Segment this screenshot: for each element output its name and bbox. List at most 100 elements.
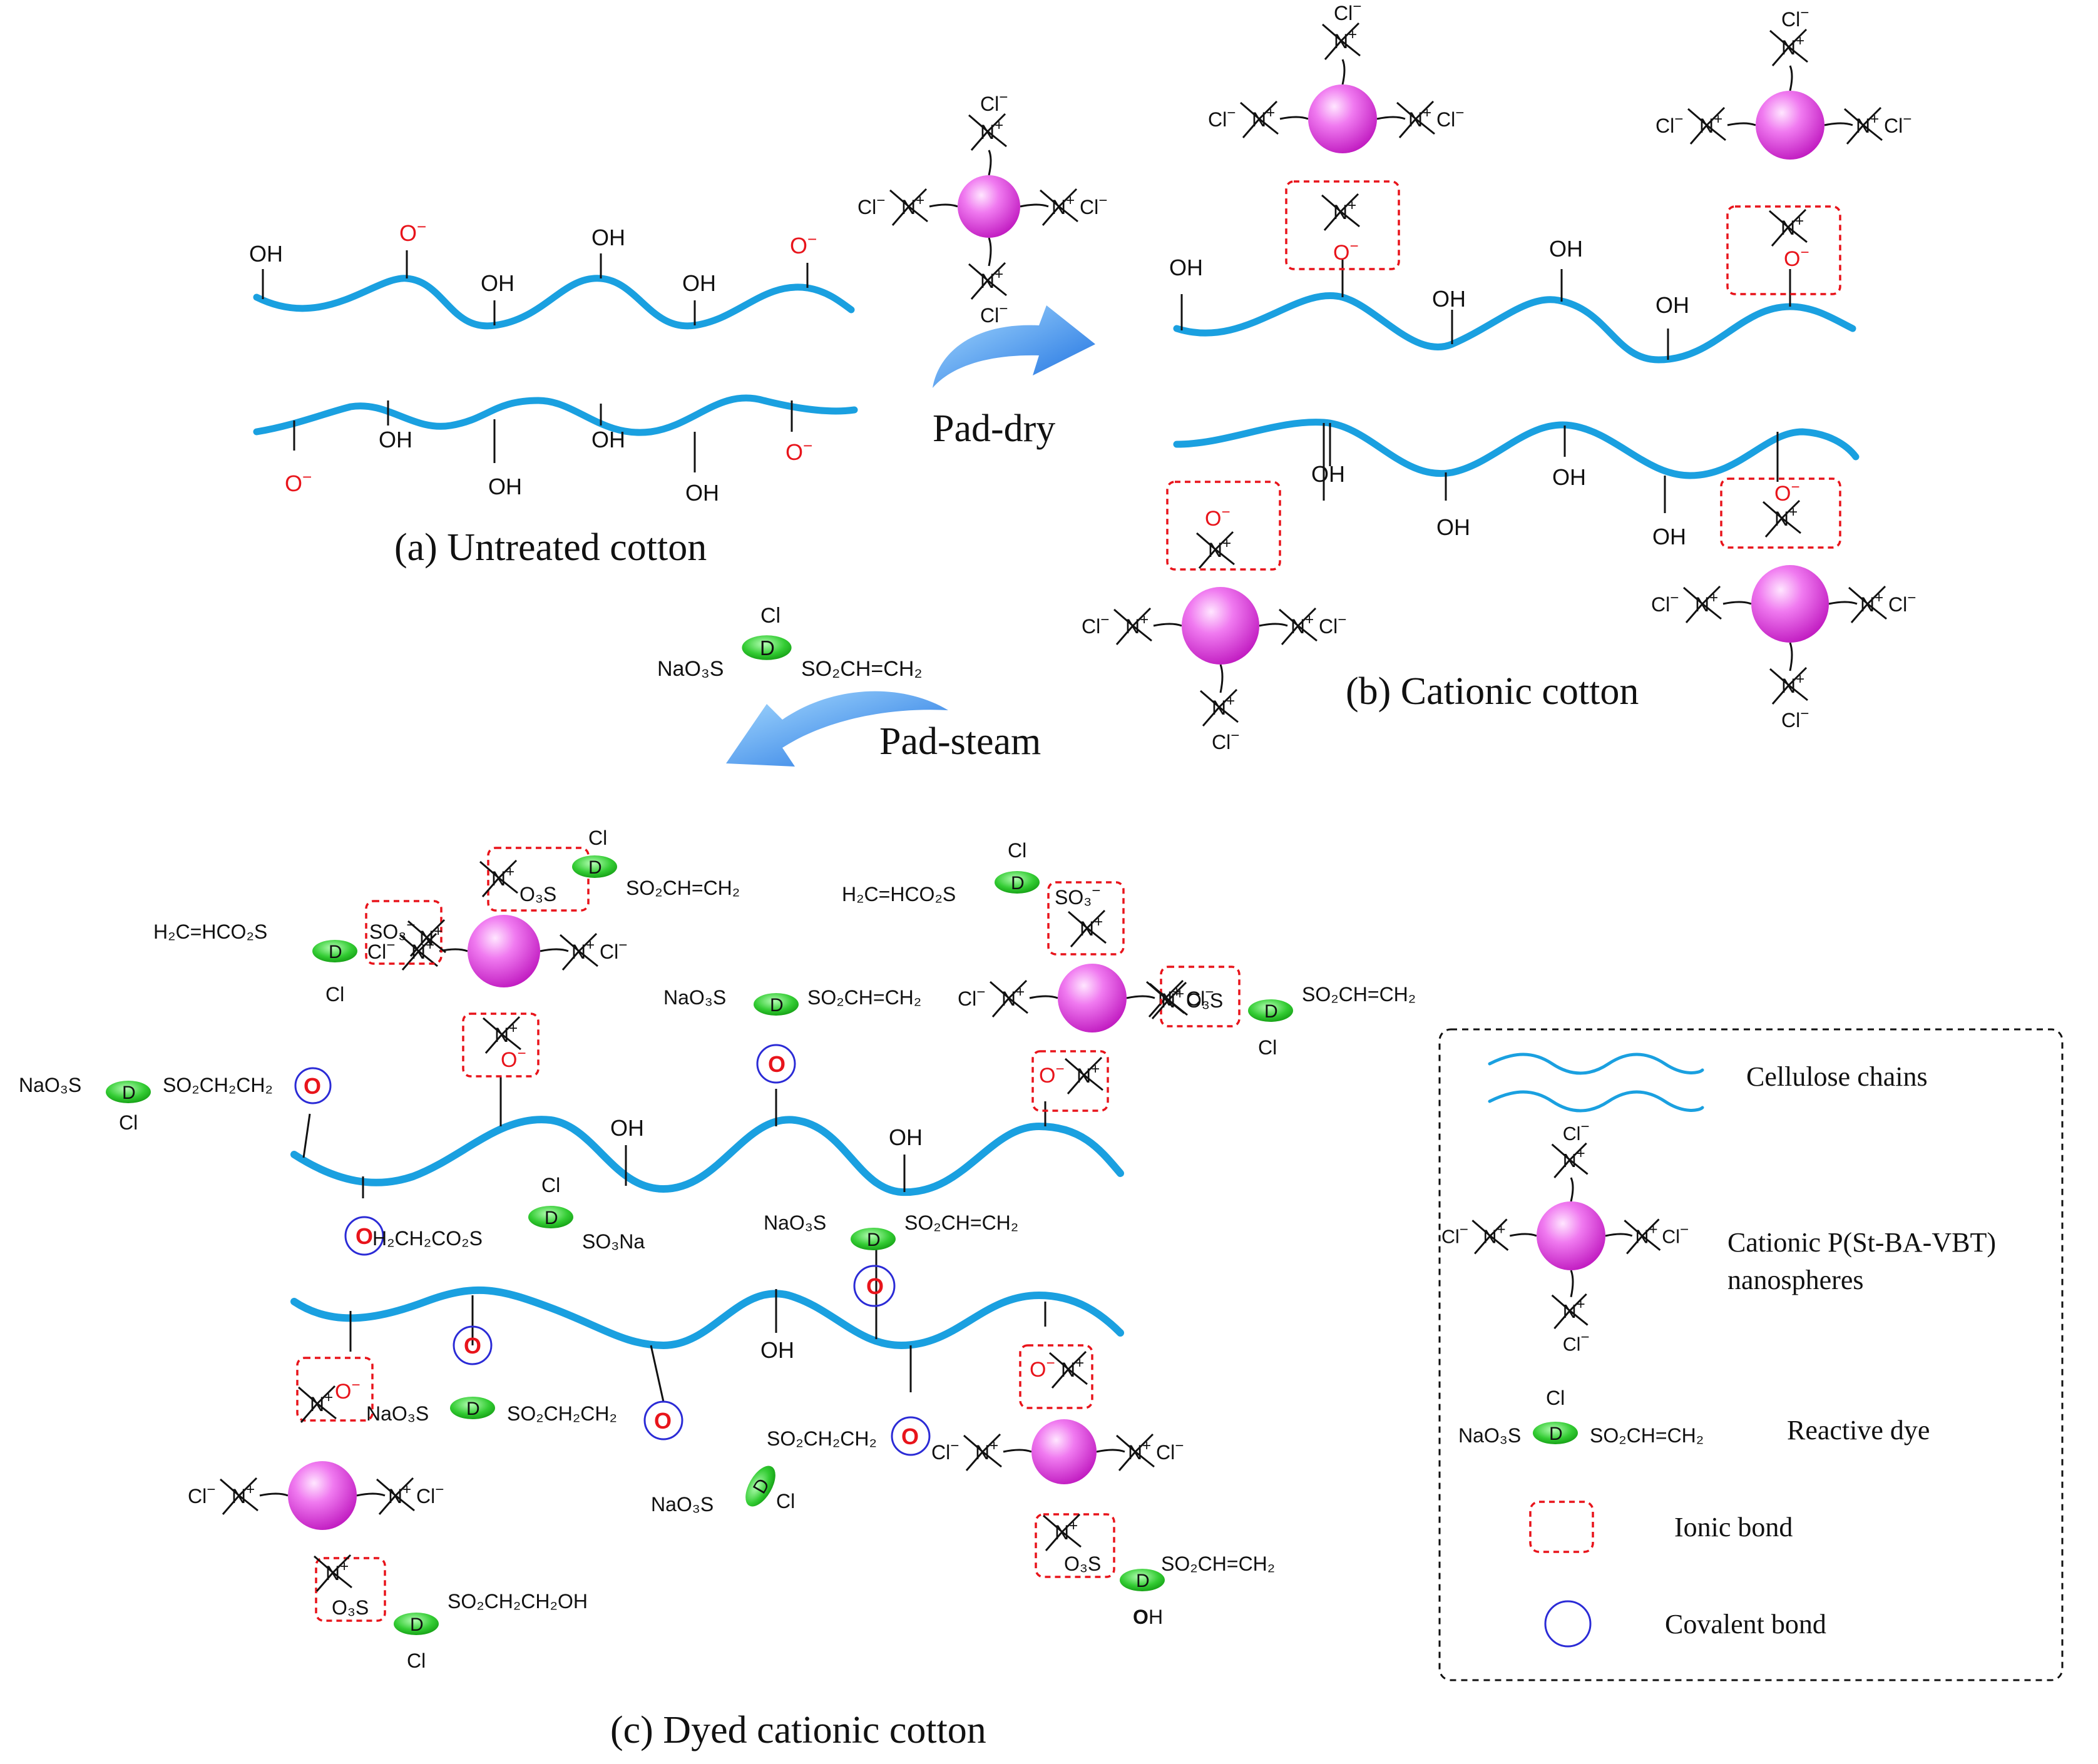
cl-minus-label: Cl− — [1563, 1328, 1590, 1355]
covalent-bond-circle — [453, 1325, 493, 1365]
ionic-bond-box — [1031, 1050, 1109, 1112]
n-plus-label: N+ — [1212, 693, 1235, 719]
dye-icon — [572, 855, 617, 878]
quaternary-ammonium-group: N+ — [1049, 1350, 1088, 1389]
vinyl-sulfone-label: SO₂CH=CH₂ — [626, 877, 740, 899]
oh-label: OH — [591, 225, 625, 250]
quaternary-ammonium-group: N+Cl− — [1769, 666, 1809, 732]
h-label: H — [1149, 1606, 1163, 1628]
oh-label: OH — [1311, 461, 1345, 487]
oh-label: OH — [760, 1337, 794, 1363]
o-minus-label: O− — [1030, 1355, 1055, 1382]
n-plus-label: N+ — [310, 1389, 333, 1415]
n-plus-label: N+ — [1080, 914, 1103, 940]
n-plus-label: N+ — [1774, 504, 1798, 530]
cl-label: Cl — [119, 1111, 138, 1134]
cl-label: Cl — [760, 604, 780, 628]
o-minus-label: O− — [285, 467, 312, 496]
reactive-dye-core: D — [851, 1228, 896, 1250]
cl-minus-label: Cl− — [980, 89, 1008, 115]
panel-c-dyed-cationic-cotton: OH OH OH (c) Dyed cationic cotton — [290, 1076, 1124, 1751]
vinyl-sulfone-label: SO₂CH=CH₂ — [807, 986, 921, 1009]
oh-label: OH — [1432, 286, 1466, 312]
cl-minus-label: Cl− — [1080, 192, 1107, 218]
reactive-dye-core: D — [1533, 1422, 1578, 1444]
molecule-layer: N+Cl−N+Cl−N+Cl−N+Cl−N+Cl−N+Cl−N+Cl−N+O−N… — [19, 0, 1916, 1672]
vinyl-sulfone-label: H₂C=HCO₂S — [842, 883, 956, 905]
n-plus-label: N+ — [1055, 1517, 1078, 1544]
oh-label: OH — [1552, 464, 1586, 490]
n-plus-label: N+ — [1856, 111, 1879, 137]
quaternary-ammonium-group: N+Cl− — [188, 1477, 258, 1515]
o3s-label: O₃S — [1186, 989, 1223, 1012]
cl-minus-label: Cl− — [1651, 589, 1679, 616]
reacted-oxygen-label: O — [464, 1333, 481, 1359]
quaternary-ammonium-group: N+ — [1769, 208, 1808, 247]
so3na-label: SO₃Na — [582, 1230, 645, 1253]
cl-minus-label: Cl− — [600, 937, 627, 963]
n-plus-label: N+ — [1291, 611, 1314, 638]
dye-icon — [851, 1228, 896, 1250]
oh-label: OH — [488, 474, 522, 499]
vinyl-sulfone-label: SO₂CH=CH₂ — [1302, 983, 1416, 1006]
dye-d-label: D — [410, 1614, 424, 1635]
so3na-label: NaO₃S — [663, 986, 726, 1009]
o-minus-label: O− — [790, 230, 817, 258]
cl-minus-label: Cl− — [1662, 1221, 1689, 1247]
legend-chain-icon — [1488, 1090, 1704, 1113]
reactive-dye-core: D — [1248, 999, 1293, 1022]
dye-icon — [1248, 999, 1293, 1022]
dye-icon — [312, 940, 357, 962]
n-plus-label: N+ — [975, 1437, 998, 1464]
legend-chain-icon — [1488, 1053, 1704, 1075]
sulfatoethyl-label: SO₂CH₂CH₂ — [163, 1074, 273, 1096]
o-minus-label: O− — [335, 1377, 360, 1404]
n-plus-label: N+ — [1052, 192, 1075, 218]
nanosphere-icon — [1031, 1419, 1097, 1484]
quaternary-ammonium-group: N+ — [314, 1554, 352, 1592]
cellulose-chain-c2 — [290, 1286, 1124, 1350]
reactive-dye-core: D — [394, 1613, 439, 1635]
o-minus-label: O− — [785, 436, 812, 465]
n-plus-label: N+ — [1252, 105, 1275, 131]
dye-d-label: D — [466, 1399, 480, 1419]
oh-label: OH — [1549, 236, 1583, 262]
reacted-oxygen-label: O — [768, 1051, 785, 1077]
nanosphere-icon — [288, 1461, 357, 1530]
quaternary-ammonium-group: N+Cl− — [1651, 585, 1722, 623]
n-plus-label: N+ — [1699, 111, 1722, 137]
n-plus-label: N+ — [1408, 105, 1431, 131]
nanosphere-icon — [1308, 84, 1377, 153]
dye-icon — [742, 635, 792, 660]
cationic-nanosphere: N+Cl−N+Cl−N+Cl− — [1208, 0, 1464, 153]
so3na-label: NaO₃S — [366, 1402, 429, 1425]
cl-minus-label: Cl− — [416, 1481, 444, 1507]
n-plus-label: N+ — [1333, 197, 1356, 223]
quaternary-ammonium-group: N+Cl− — [376, 1477, 444, 1515]
cellulose-chain-b2 — [1173, 419, 1860, 479]
cationic-nanosphere: N+Cl−N+Cl−N+Cl−N+Cl− — [1441, 1118, 1689, 1355]
covalent-bond-circle — [294, 1067, 332, 1104]
cationic-nanosphere: N+Cl−N+Cl− — [931, 1419, 1184, 1484]
quaternary-ammonium-group: N+Cl− — [1200, 688, 1239, 753]
dye-icon — [1533, 1422, 1578, 1444]
covalent-bond-circle — [853, 1265, 896, 1307]
quaternary-ammonium-group: N+Cl− — [958, 979, 1028, 1017]
nanosphere-icon — [1537, 1201, 1605, 1270]
reactive-dye-core: D — [742, 635, 792, 660]
ionic-bond-box — [1720, 477, 1841, 549]
oh-label: OH — [889, 1124, 923, 1150]
n-plus-label: N+ — [491, 864, 514, 890]
curved-arrow-icon — [726, 691, 948, 767]
cl-minus-label: Cl− — [1884, 111, 1911, 137]
o-minus-label: O− — [1333, 238, 1358, 265]
quaternary-ammonium-group: N+ — [1196, 531, 1235, 569]
ionic-bond-box — [1035, 1513, 1115, 1578]
quaternary-ammonium-group: N+ — [1068, 909, 1107, 947]
so3na-label: NaO₃S — [1458, 1424, 1521, 1447]
quaternary-ammonium-group: N+Cl− — [1322, 0, 1361, 60]
oh-label: OH — [481, 270, 514, 296]
cl-minus-label: Cl− — [1781, 4, 1809, 31]
quaternary-ammonium-group: N+Cl− — [1844, 106, 1911, 145]
